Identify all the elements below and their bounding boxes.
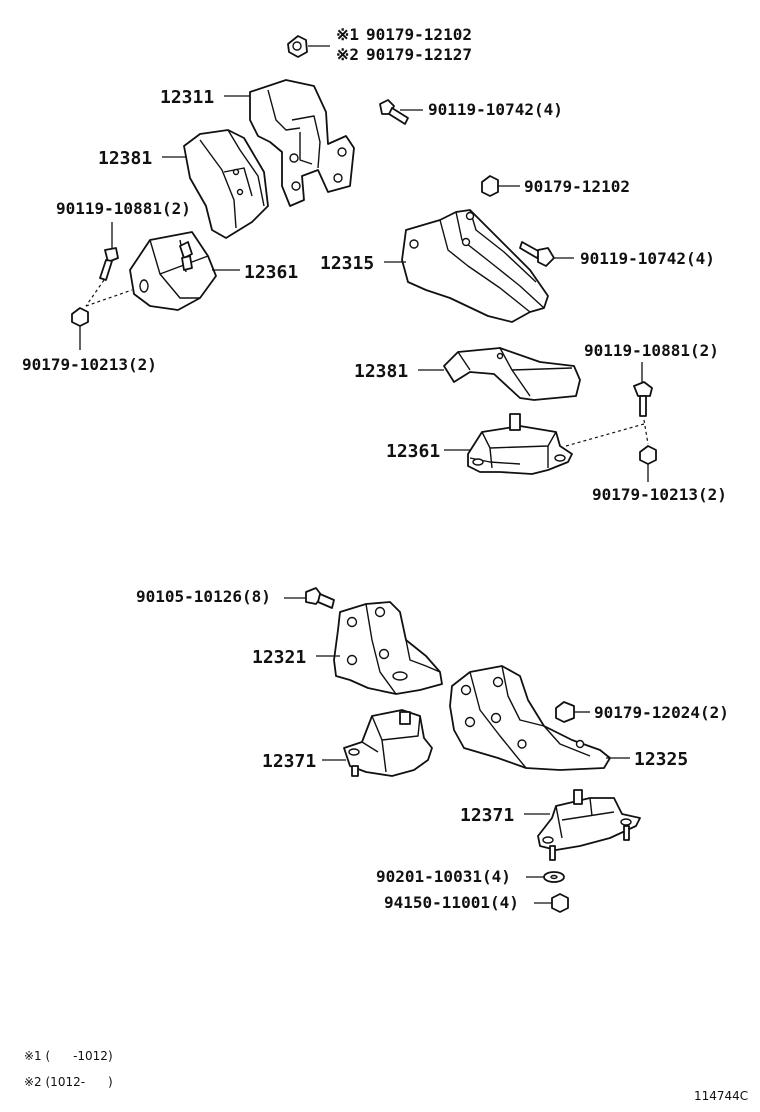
washer-90201-10031-part xyxy=(543,871,565,883)
insulator-12381-right-part xyxy=(443,347,581,401)
callout-12371-left: 12371 xyxy=(262,751,316,772)
callout-12325: 12325 xyxy=(634,749,688,770)
callout-12361-right: 12361 xyxy=(386,441,440,462)
insulator-12381-left-part xyxy=(183,129,269,239)
callout-90119-10881-right: 90119-10881(2) xyxy=(584,341,719,360)
callout-90179-12127: 90179-12127 xyxy=(366,45,472,64)
mount-12371-left-part xyxy=(343,709,433,777)
bolt-90119-10881-left-part xyxy=(99,247,119,281)
callout-12371-right: 12371 xyxy=(460,805,514,826)
note2-marker: ※2 xyxy=(336,45,359,64)
callout-12315: 12315 xyxy=(320,253,374,274)
bracket-12315-part xyxy=(401,209,549,323)
callout-90179-10213-right: 90179-10213(2) xyxy=(592,485,727,504)
nut-90179-12102-right-part xyxy=(481,175,499,197)
mount-12371-right-part xyxy=(537,789,641,861)
mount-12361-left-part xyxy=(129,231,217,311)
callout-94150-11001: 94150-11001(4) xyxy=(384,893,519,912)
callout-90179-12102-top: 90179-12102 xyxy=(366,25,472,44)
callout-90201-10031: 90201-10031(4) xyxy=(376,867,511,886)
bolt-90119-10742-top-part xyxy=(379,99,409,125)
callout-12381-right: 12381 xyxy=(354,361,408,382)
callout-12311: 12311 xyxy=(160,87,214,108)
bracket-12321-part xyxy=(333,601,443,695)
callout-90179-10213-left: 90179-10213(2) xyxy=(22,355,157,374)
footnote-2: ※2 (1012- ) xyxy=(24,1075,113,1089)
figure-id: 114744C xyxy=(694,1089,748,1103)
nut-90179-10213-right-part xyxy=(639,445,657,465)
nut-90179-12024-part xyxy=(555,701,575,723)
callout-90119-10742-right: 90119-10742(4) xyxy=(580,249,715,268)
bracket-12325-part xyxy=(449,665,611,771)
callout-90119-10742-top: 90119-10742(4) xyxy=(428,100,563,119)
callout-90105-10126: 90105-10126(8) xyxy=(136,587,271,606)
nut-94150-11001-part xyxy=(551,893,569,913)
bolt-90119-10881-right-part xyxy=(633,381,653,417)
callout-90179-12102-right: 90179-12102 xyxy=(524,177,630,196)
note1-marker: ※1 xyxy=(336,25,359,44)
callout-12321: 12321 xyxy=(252,647,306,668)
footnote-1: ※1 ( -1012) xyxy=(24,1049,113,1063)
callout-12381-left: 12381 xyxy=(98,148,152,169)
mount-12361-right-part xyxy=(467,413,573,475)
nut-90179-10213-left-part xyxy=(71,307,89,327)
bracket-12311-part xyxy=(249,79,355,207)
callout-90179-12024: 90179-12024(2) xyxy=(594,703,729,722)
bolt-90119-10742-right-part xyxy=(519,241,555,267)
nut-90179-12102-top-part xyxy=(287,35,308,58)
bolt-90105-10126-part xyxy=(305,587,335,609)
callout-90119-10881-left: 90119-10881(2) xyxy=(56,199,191,218)
callout-12361-left: 12361 xyxy=(244,262,298,283)
